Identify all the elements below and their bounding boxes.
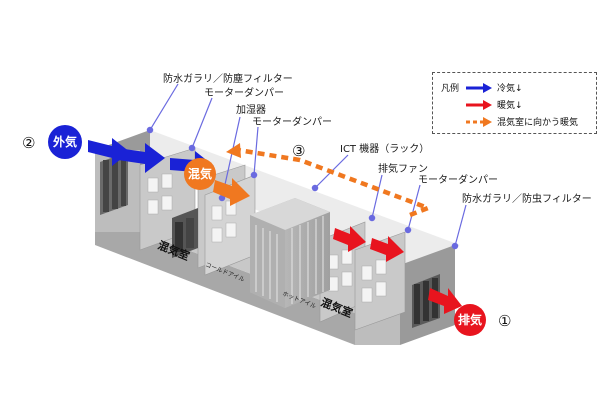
leader-lines [146, 83, 467, 250]
legend-cold-label: 冷気↓ [497, 84, 523, 94]
badge-outside-air: 外気 [48, 125, 82, 159]
legend-row-return: 混気室に向かう暖気 [465, 115, 593, 129]
svg-text:混気: 混気 [188, 166, 212, 181]
legend-warm-label: 暖気↓ [497, 101, 523, 111]
badge-mixed-air: 混気 [184, 158, 216, 190]
label-louver-filter-top: 防水ガラリ／防塵フィルター [163, 72, 293, 85]
marker-1: ① [498, 312, 511, 330]
label-ict-rack: ICT 機器（ラック） [340, 142, 429, 155]
warm-arrow [370, 236, 404, 262]
warm-arrow-icon [466, 100, 492, 110]
legend: 凡例 冷気↓ 暖気↓ 混気室に向かう暖気 [432, 72, 597, 134]
legend-title: 凡例 [441, 84, 460, 94]
label-humidifier: 加湿器 [236, 104, 266, 116]
legend-return-label: 混気室に向かう暖気 [497, 118, 579, 128]
warm-air-return-path [226, 143, 435, 218]
ict-rack-block [250, 198, 330, 308]
return-arrowhead [226, 143, 241, 158]
marker-3: ③ [292, 142, 305, 160]
cold-arrow-icon [466, 83, 492, 93]
intake-louver [100, 152, 128, 215]
legend-row-cold: 冷気↓ [465, 81, 593, 95]
badge-exhaust: 排気 [454, 304, 486, 336]
humidifier-unit [172, 208, 198, 258]
building [95, 130, 460, 345]
warm-arrow [333, 226, 366, 252]
warm-arrow [428, 288, 462, 314]
component-labels: 防水ガラリ／防塵フィルター モーターダンパー 加湿器 モーターダンパー ICT … [156, 72, 592, 320]
legend-row-warm: 暖気↓ [465, 98, 593, 112]
marker-2: ② [22, 134, 35, 152]
label-exhaust-fan: 排気ファン [378, 162, 428, 175]
label-louver-filter-bottom: 防水ガラリ／防虫フィルター [462, 192, 592, 205]
svg-text:排気: 排気 [458, 312, 482, 327]
warm-air-arrows [333, 226, 462, 314]
label-damper-1: モーターダンパー [204, 86, 284, 99]
label-damper-3: モーターダンパー [418, 173, 498, 186]
svg-text:外気: 外気 [53, 134, 77, 149]
mixed-air-arrow [213, 178, 250, 206]
cold-arrow [118, 143, 165, 173]
label-damper-2: モーターダンパー [252, 115, 332, 128]
dashed-arrow-icon [466, 117, 492, 127]
